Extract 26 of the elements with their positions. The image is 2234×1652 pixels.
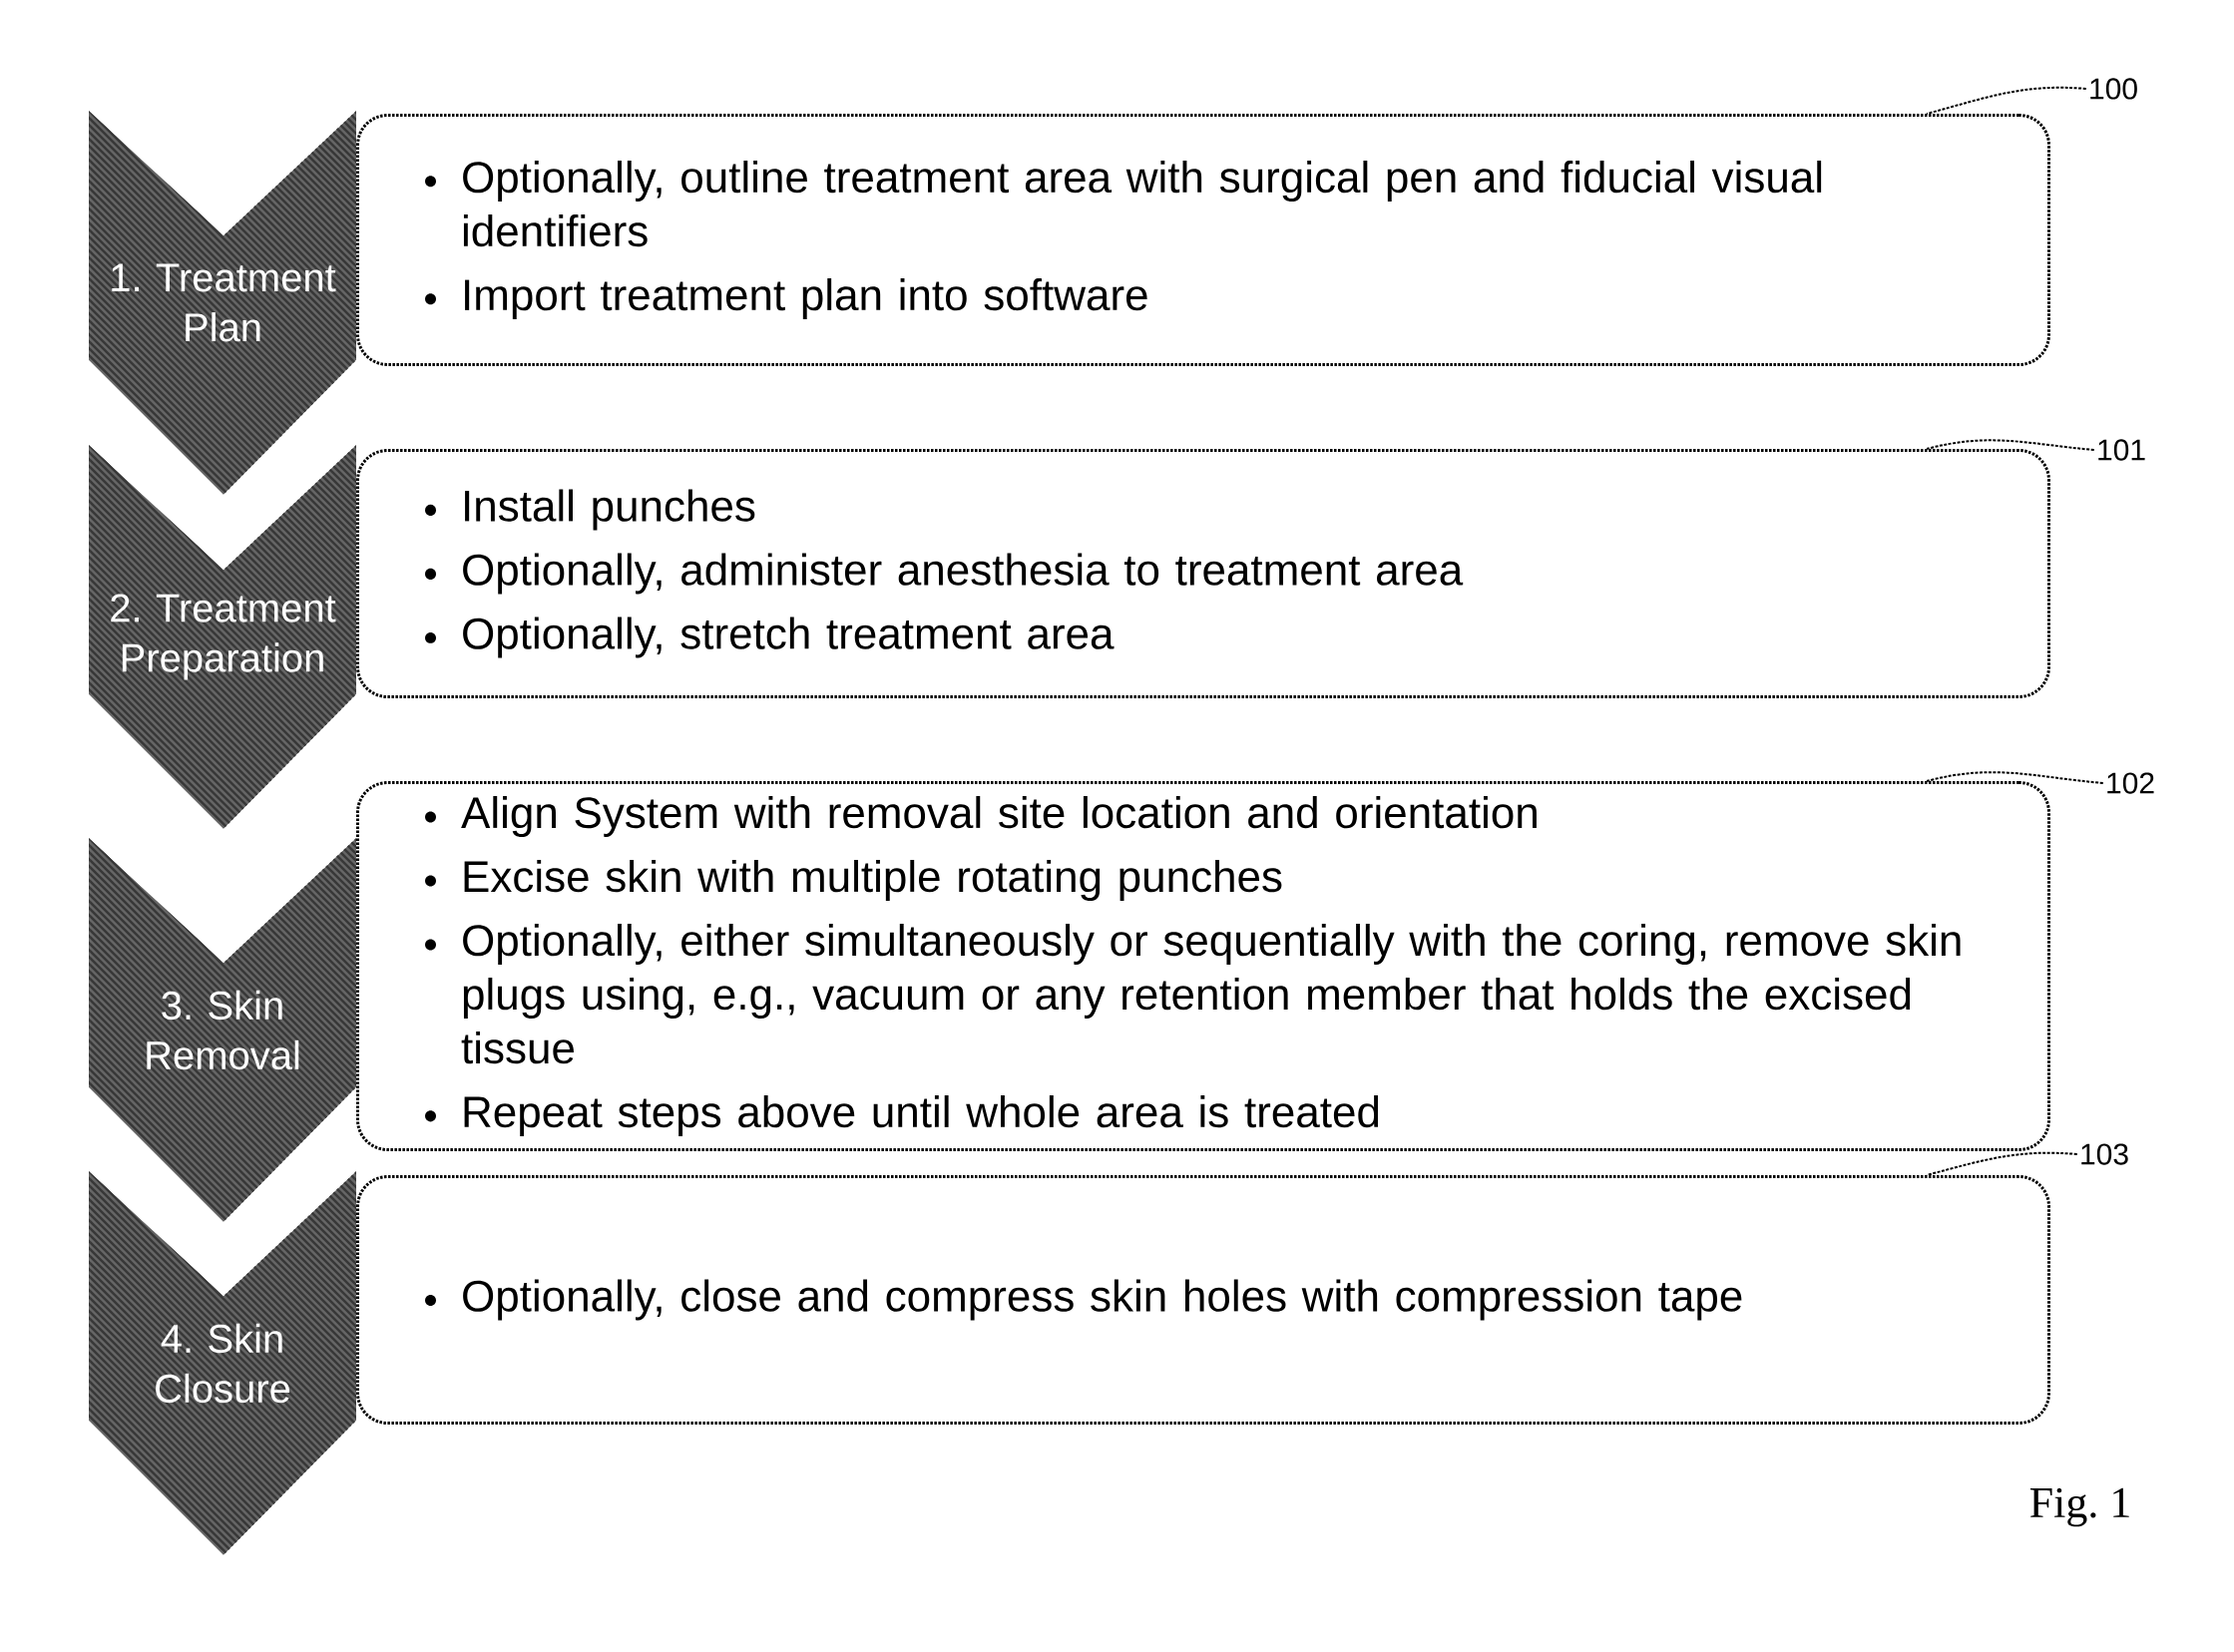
leader-line	[1926, 86, 2087, 115]
bullet-item: Optionally, either simultaneously or sequentially with the coring, remove skin plugs using, e.g., vacuum or any retention member that holds the excised tissue	[425, 924, 1961, 1064]
bullet-item: Optionally, stretch treatment area	[425, 617, 1115, 658]
step-box	[356, 114, 2050, 366]
bullet-item: Import treatment plan into software	[425, 278, 1147, 319]
bullet-item: Install punches	[425, 489, 755, 531]
bullet-item: Optionally, outline treatment area with surgical pen and fiducial visual identifiers	[425, 161, 1822, 247]
bullet-item: Repeat steps above until whole area is treated	[425, 1095, 1379, 1136]
step-title-block: 3. Skin Removal	[89, 838, 356, 1222]
reference-number: 102	[2107, 772, 2154, 794]
reference-number: 100	[2090, 78, 2137, 100]
step-box	[356, 781, 2050, 1151]
reference-number: 101	[2098, 439, 2145, 461]
bullet-item: Optionally, administer anesthesia to treatment area	[425, 553, 1464, 595]
step-title-block: 1. Treatment Plan	[89, 111, 356, 495]
reference-number: 103	[2081, 1143, 2128, 1165]
step-box	[356, 449, 2050, 698]
figure-caption: Fig. 1	[2029, 1487, 2129, 1527]
leader-line	[1926, 771, 2104, 784]
bullet-item: Excise skin with multiple rotating punches	[425, 860, 1282, 901]
bullet-item: Align System with removal site location and orientation	[425, 796, 1537, 837]
step-box	[356, 1175, 2050, 1425]
bullet-item: Optionally, close and compress skin holes with compression tape	[425, 1279, 1742, 1321]
step-title-block: 4. Skin Closure	[89, 1171, 356, 1555]
step-title-block: 2. Treatment Preparation	[89, 445, 356, 829]
leader-line	[1926, 439, 2095, 451]
